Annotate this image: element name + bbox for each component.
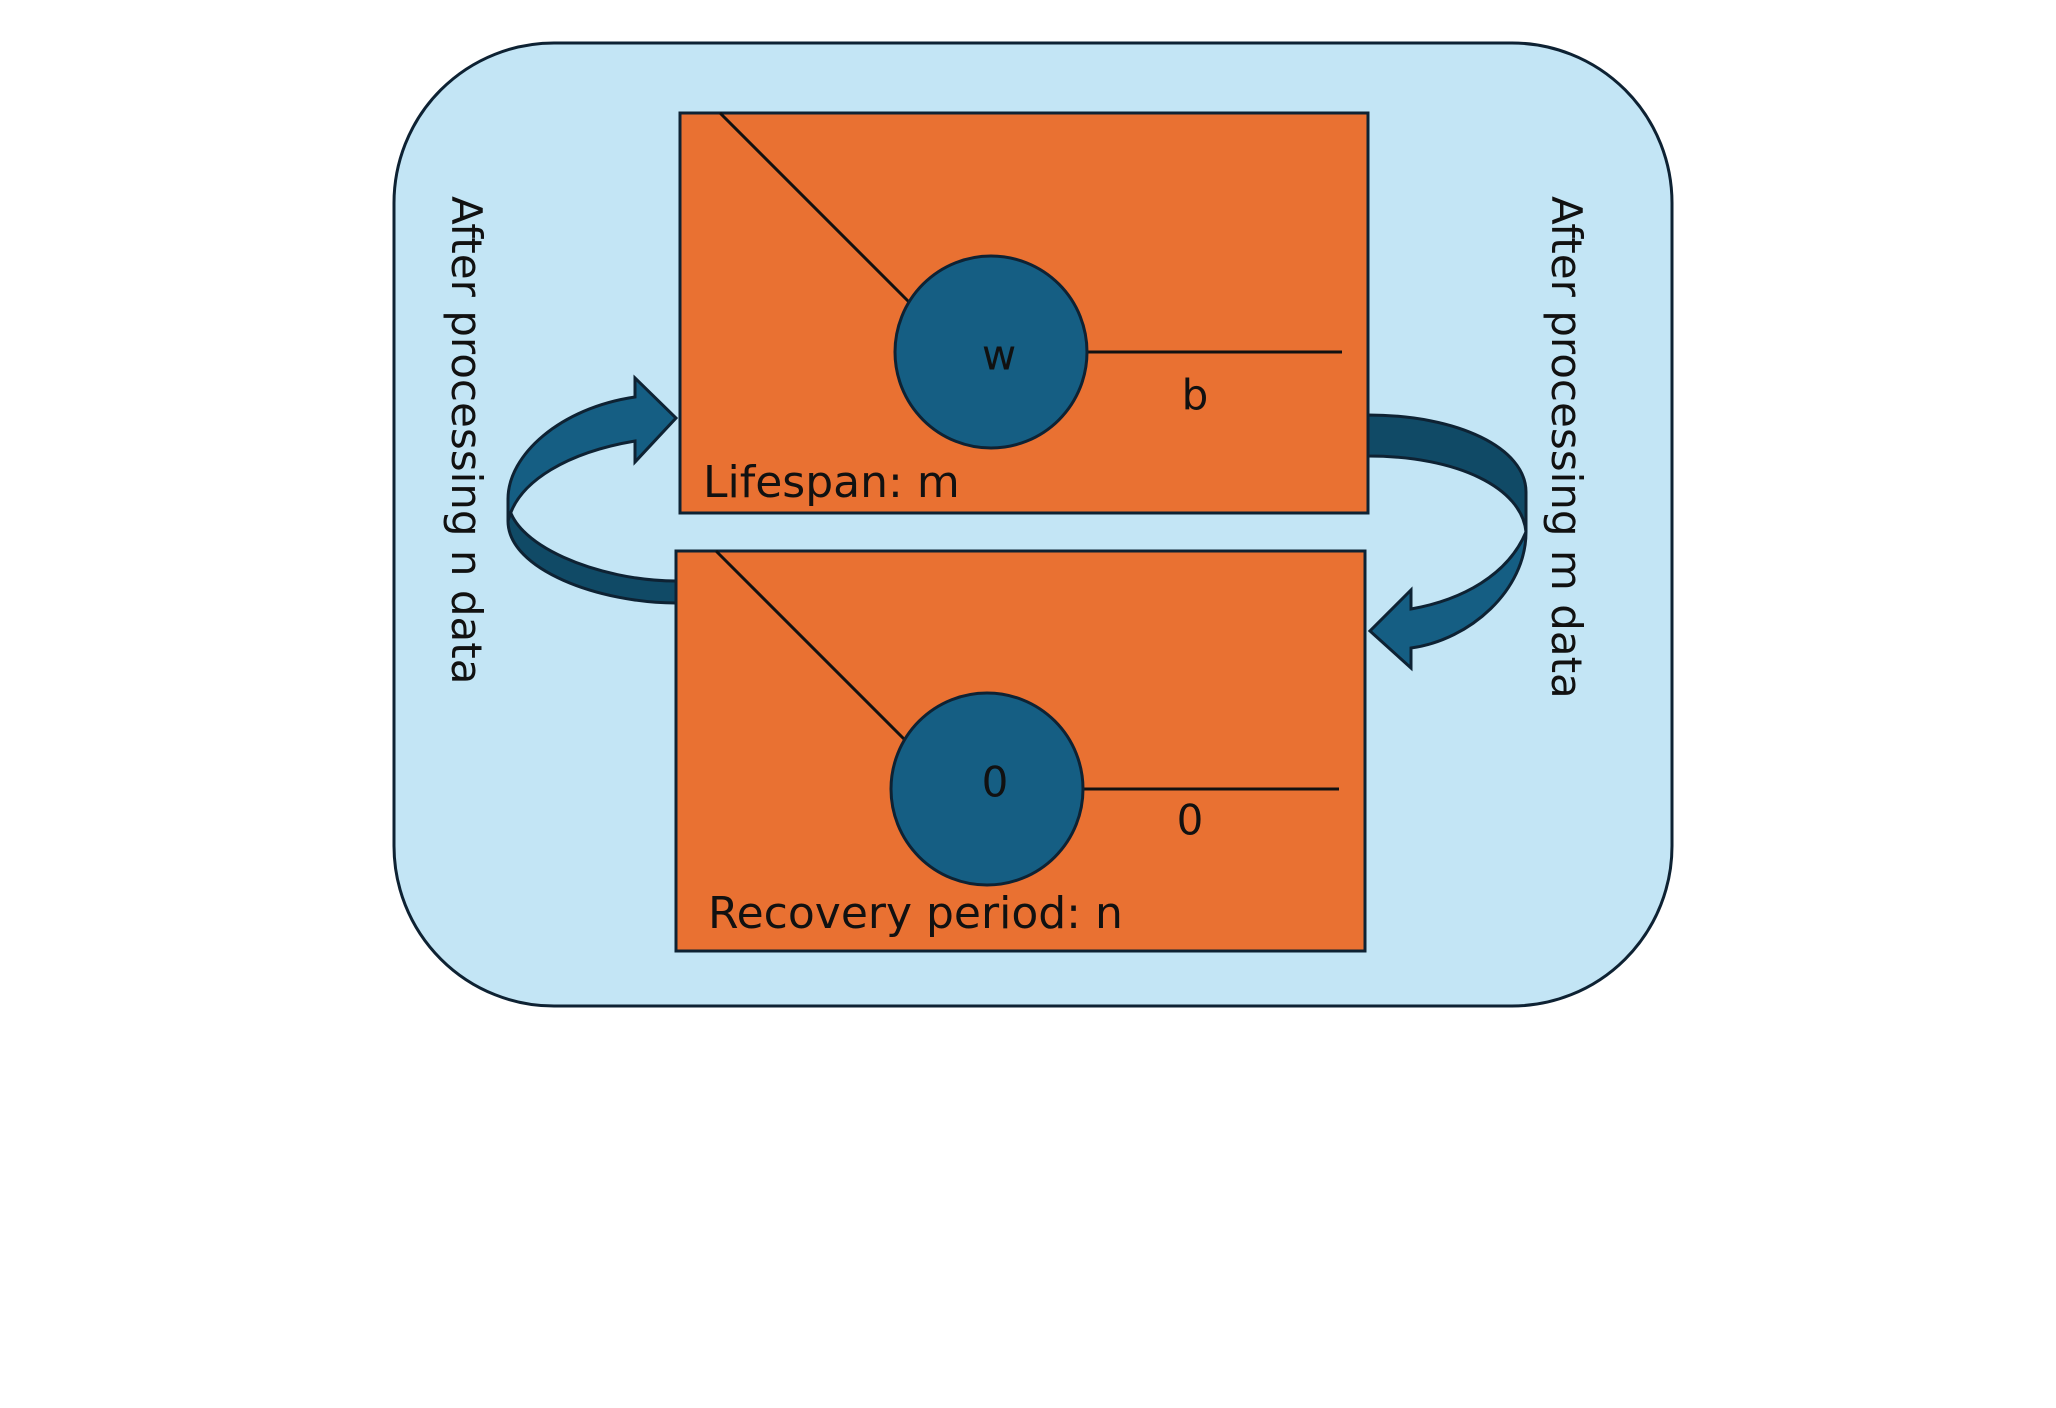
- recovering-input-line: [714, 549, 909, 744]
- active-input-line: [718, 111, 912, 305]
- bias-label-zero: 0: [1177, 796, 1204, 845]
- lifespan-caption: Lifespan: m: [703, 457, 960, 508]
- recovery-caption: Recovery period: n: [708, 888, 1123, 939]
- left-arrow-head: [506, 374, 679, 522]
- left-arrow-label: After processing n data: [442, 196, 491, 684]
- recovering-neuron-box: 0 0 Recovery period: n: [674, 549, 1367, 953]
- recovering-neuron-node: [889, 691, 1085, 887]
- weight-label-w: w: [982, 331, 1016, 380]
- right-cycle-arrow: [1366, 413, 1528, 672]
- weight-label-zero: 0: [982, 758, 1009, 807]
- active-neuron-node: [893, 254, 1089, 450]
- left-cycle-arrow: [506, 374, 679, 605]
- bias-label-b: b: [1182, 371, 1209, 420]
- right-arrow-label: After processing m data: [1542, 196, 1591, 699]
- right-arrow-head: [1367, 531, 1528, 672]
- active-neuron-box: w b Lifespan: m: [678, 111, 1370, 515]
